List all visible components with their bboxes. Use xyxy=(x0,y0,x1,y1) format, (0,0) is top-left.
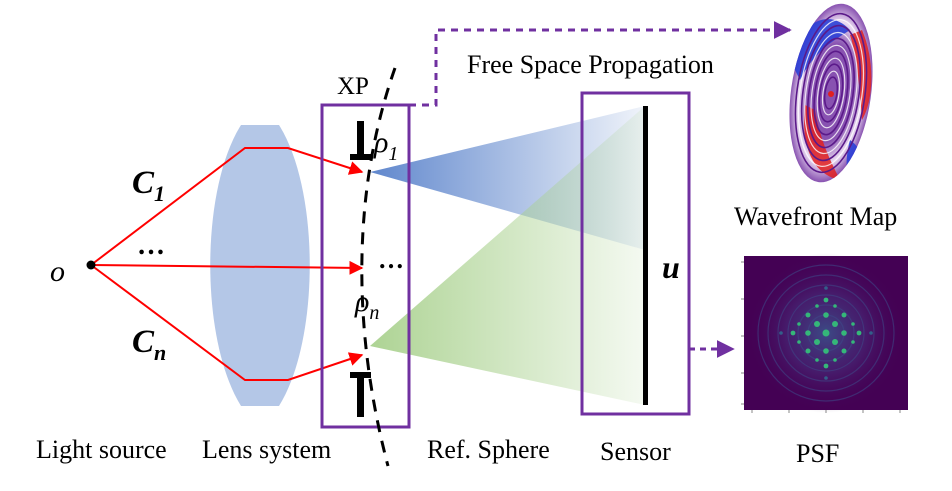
dots-middle: … xyxy=(378,245,404,274)
ref-sphere-box xyxy=(320,103,411,429)
ray-top xyxy=(90,147,364,266)
lens-system-label: Lens system xyxy=(202,435,331,464)
light-source-label: Light source xyxy=(36,435,167,464)
sensor-box xyxy=(580,91,691,416)
light-cone-bottom xyxy=(370,106,645,405)
aperture-stop-bottom xyxy=(350,372,371,417)
sensor-u-label: u xyxy=(662,249,680,285)
rays xyxy=(90,147,364,381)
ray-bottom xyxy=(90,264,364,381)
ref-sphere-label: Ref. Sphere xyxy=(427,435,550,464)
psf-label: PSF xyxy=(796,439,839,468)
wavefront-map-label: Wavefront Map xyxy=(734,202,897,231)
free-space-arrow xyxy=(409,21,792,107)
sensor-label: Sensor xyxy=(600,437,671,466)
rhon-label: ρn xyxy=(354,285,379,324)
origin-point xyxy=(86,260,96,270)
dots-left: … xyxy=(137,230,165,261)
wavefront-map-image xyxy=(789,3,873,183)
rho1-label: ρ1 xyxy=(373,126,398,165)
lens-shape xyxy=(210,125,310,406)
cn-label: Cn xyxy=(132,324,166,365)
psf-image xyxy=(741,253,908,413)
ray-middle xyxy=(90,260,364,275)
exit-pupil-curve xyxy=(360,67,397,467)
xp-label: XP xyxy=(337,73,369,100)
free-space-label: Free Space Propagation xyxy=(467,50,714,79)
aperture-stop-top xyxy=(350,121,371,160)
sensor-plane xyxy=(643,106,648,405)
origin-label: o xyxy=(50,255,65,288)
c1-label: C1 xyxy=(132,165,165,206)
